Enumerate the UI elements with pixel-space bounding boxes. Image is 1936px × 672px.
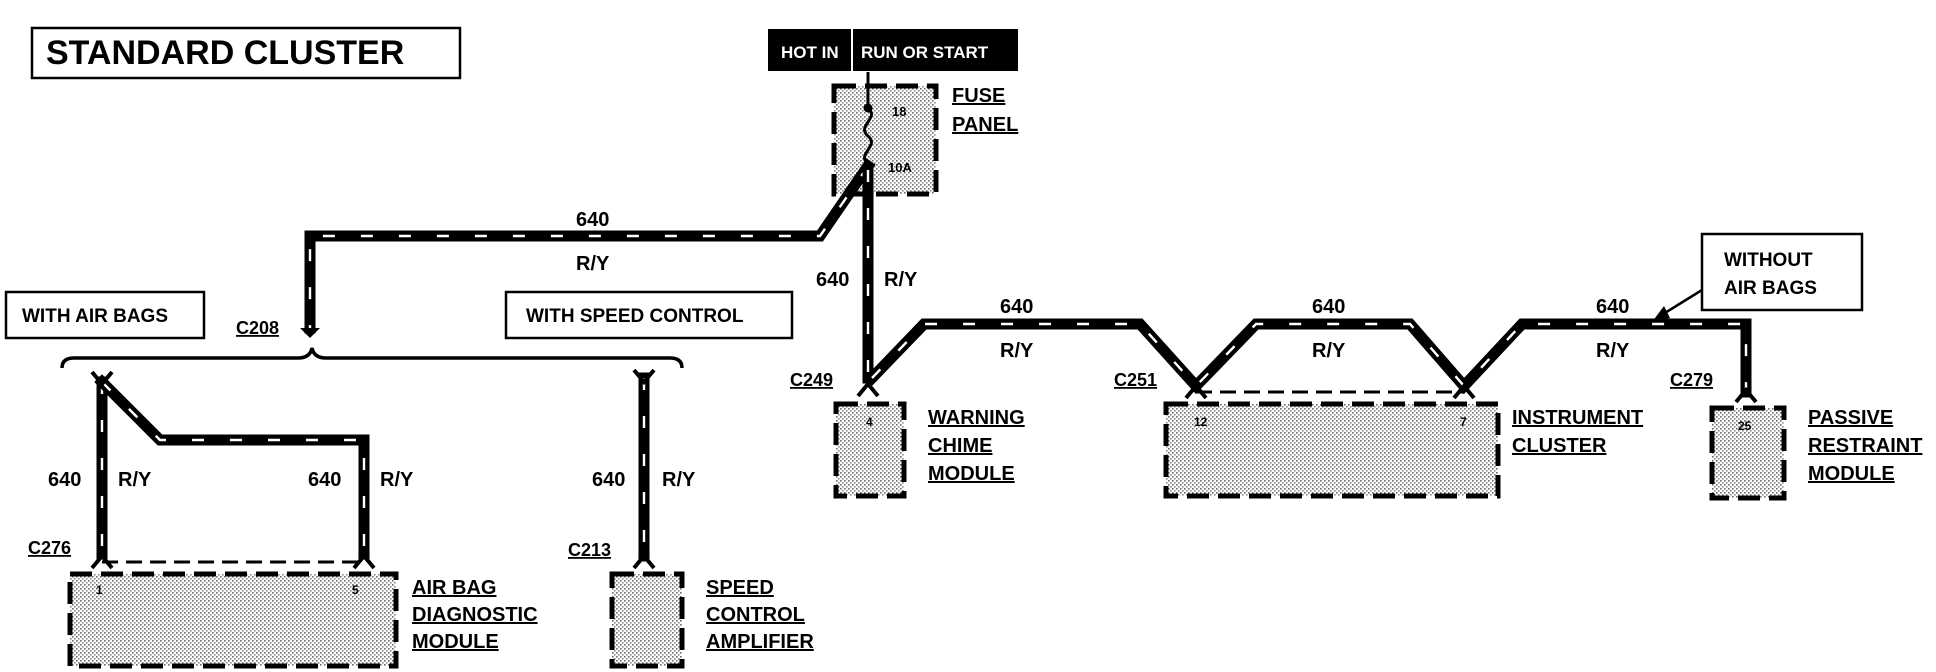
air-bag-diagnostic-module: 1 5 AIR BAG DIAGNOSTIC MODULE (67, 571, 538, 669)
wire-right-run (864, 318, 1752, 398)
speed-control-amplifier-box (609, 571, 685, 669)
passive-restraint-module: 25 PASSIVE RESTRAINT MODULE (1709, 405, 1922, 501)
fuse-panel-label-2: PANEL (952, 114, 1018, 136)
speed-control-amplifier-label-2: CONTROL (706, 604, 805, 626)
with-speed-control-label: WITH SPEED CONTROL (526, 306, 744, 327)
wire-cluster-passive-color: R/Y (1596, 340, 1630, 362)
wire-vertical-color: R/Y (884, 269, 918, 291)
c279-label: C279 (1670, 370, 1713, 390)
c251-arrow-left-icon (1184, 382, 1208, 400)
passive-restraint-label-1: PASSIVE (1808, 407, 1893, 429)
wire-main-top-color: R/Y (576, 253, 610, 275)
fuse-number: 18 (892, 104, 906, 119)
wire-cluster-loop-circuit: 640 (1312, 296, 1345, 318)
wire-chime-cluster-circuit: 640 (1000, 296, 1033, 318)
warning-chime-module: 4 WARNING CHIME MODULE (833, 401, 1025, 499)
run-or-start-label: RUN OR START (861, 43, 989, 62)
wire-speed-circuit: 640 (592, 469, 625, 491)
fuse-rating: 10A (888, 160, 912, 175)
title-frame (30, 26, 462, 80)
instrument-cluster-pin-right: 7 (1460, 415, 1467, 429)
c276-label: C276 (28, 538, 71, 558)
speed-control-amplifier-module: SPEED CONTROL AMPLIFIER (609, 571, 814, 669)
connector-c249: C249 (790, 370, 880, 398)
c213-label: C213 (568, 540, 611, 560)
wire-speed-color: R/Y (662, 469, 696, 491)
warning-chime-label-2: CHIME (928, 435, 992, 457)
connector-c213: C213 (568, 540, 656, 570)
wire-cluster-passive-circuit: 640 (1596, 296, 1629, 318)
diagram-title: STANDARD CLUSTER (46, 34, 404, 72)
with-air-bags-option: WITH AIR BAGS (4, 290, 206, 340)
power-header-bar (768, 29, 1018, 71)
wire-airbag-right-color: R/Y (380, 469, 414, 491)
airbag-top-arrow-icon (90, 370, 114, 388)
passive-restraint-box (1709, 405, 1787, 501)
warning-chime-label-1: WARNING (928, 407, 1025, 429)
air-bag-diagnostic-label-1: AIR BAG (412, 577, 496, 599)
passive-restraint-label-3: MODULE (1808, 463, 1895, 485)
wire-airbag-left-color: R/Y (118, 469, 152, 491)
wire-vertical-circuit: 640 (816, 269, 849, 291)
air-bag-diagnostic-label-2: DIAGNOSTIC (412, 604, 538, 626)
warning-chime-label-3: MODULE (928, 463, 1015, 485)
fuse-panel-box (831, 83, 939, 197)
connector-c279: C279 (1670, 370, 1758, 404)
connector-c251: C251 (1114, 370, 1476, 400)
wire-chime-cluster-color: R/Y (1000, 340, 1034, 362)
option-brace (60, 347, 684, 369)
without-air-bags-label-1: WITHOUT (1724, 250, 1813, 271)
c249-label: C249 (790, 370, 833, 390)
callout-arrow-icon (1652, 306, 1670, 322)
c276-arrow-right-icon (352, 552, 376, 570)
fuse-panel-label-1: FUSE (952, 85, 1005, 107)
c276-arrow-left-icon (90, 552, 114, 570)
passive-restraint-pin: 25 (1738, 419, 1752, 433)
instrument-cluster-module: 12 7 INSTRUMENT CLUSTER (1163, 401, 1643, 499)
without-air-bags-frame (1700, 232, 1864, 312)
c279-arrow-icon (1734, 386, 1758, 404)
callout-leader (1659, 288, 1703, 318)
c251-label: C251 (1114, 370, 1157, 390)
wire-main-top-circuit: 640 (576, 209, 609, 231)
c213-arrow-icon (632, 552, 656, 570)
connector-c276: C276 (28, 538, 376, 570)
wire-cluster-loop-color: R/Y (1312, 340, 1346, 362)
hot-in-label: HOT IN (781, 43, 839, 62)
with-air-bags-frame (4, 290, 206, 340)
c208-arrow-icon (300, 328, 320, 338)
instrument-cluster-label-1: INSTRUMENT (1512, 407, 1643, 429)
wire-airbag-right-circuit: 640 (308, 469, 341, 491)
c251-arrow-right-icon (1452, 382, 1476, 400)
speed-control-amplifier-label-3: AMPLIFIER (706, 631, 814, 653)
wire-airbag-left-circuit: 640 (48, 469, 81, 491)
wire-main-top (300, 158, 876, 338)
warning-chime-pin: 4 (866, 415, 873, 429)
fuse-panel: 18 10A FUSE PANEL (831, 72, 1018, 197)
wire-airbag-branch (94, 374, 370, 560)
fuse-terminal-top (863, 103, 873, 113)
warning-chime-box (833, 401, 907, 499)
title-block: STANDARD CLUSTER (30, 26, 462, 80)
instrument-cluster-pin-left: 12 (1194, 415, 1208, 429)
without-air-bags-label-2: AIR BAGS (1724, 278, 1817, 299)
instrument-cluster-label-2: CLUSTER (1512, 435, 1607, 457)
speed-top-arrow-icon (632, 368, 656, 386)
with-air-bags-label: WITH AIR BAGS (22, 306, 168, 327)
fuse-element-icon (863, 106, 873, 166)
c208-label: C208 (236, 318, 279, 338)
air-bag-diagnostic-pin-left: 1 (96, 583, 103, 597)
speed-control-amplifier-label-1: SPEED (706, 577, 774, 599)
passive-restraint-label-2: RESTRAINT (1808, 435, 1922, 457)
air-bag-diagnostic-label-3: MODULE (412, 631, 499, 653)
c249-arrow-icon (856, 380, 880, 398)
instrument-cluster-box (1163, 401, 1501, 499)
without-air-bags-callout: WITHOUT AIR BAGS (1652, 232, 1864, 322)
air-bag-diagnostic-box (67, 571, 399, 669)
with-speed-control-option: WITH SPEED CONTROL (504, 290, 794, 340)
air-bag-diagnostic-pin-right: 5 (352, 583, 359, 597)
with-speed-control-frame (504, 290, 794, 340)
power-header: HOT IN RUN OR START (768, 29, 1018, 71)
